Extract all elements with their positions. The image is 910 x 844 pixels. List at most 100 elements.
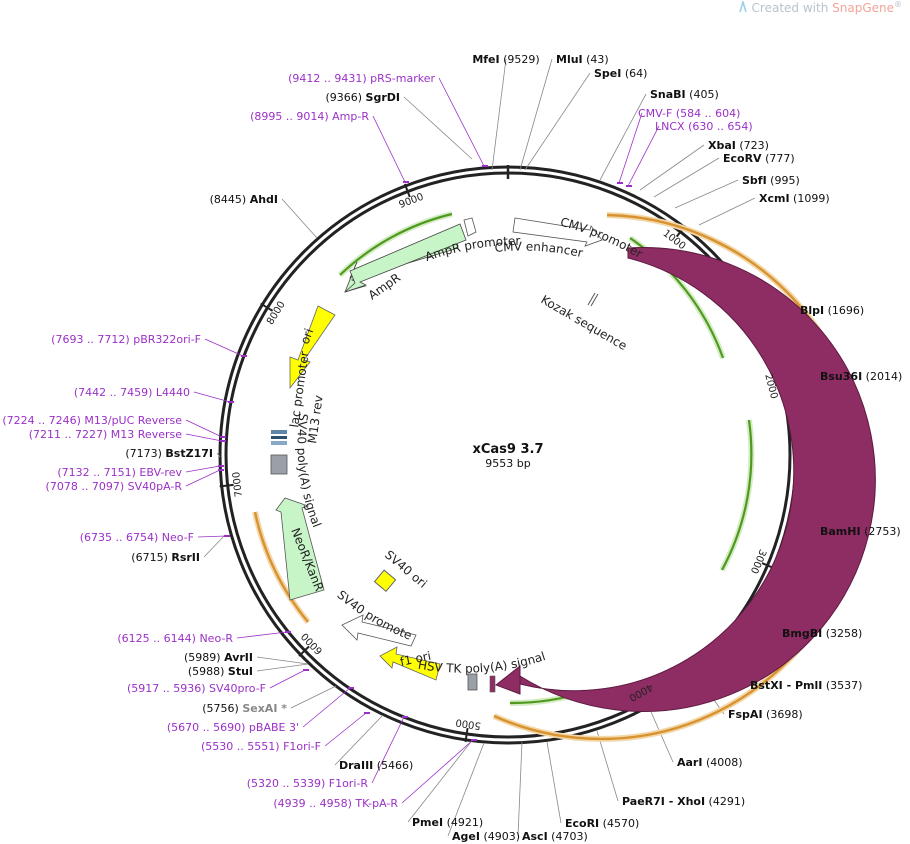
enzyme-label[interactable]: AarI (4008) — [677, 756, 743, 769]
enzyme-label[interactable]: XbaI (723) — [708, 139, 769, 152]
enzyme-name: AscI — [522, 830, 548, 843]
enzyme-label[interactable]: (5989) AvrII — [184, 651, 253, 664]
enzyme-label[interactable]: SbfI (995) — [742, 174, 800, 187]
primer-leader — [193, 391, 231, 403]
enzyme-label[interactable]: BstXI - PmlI (3537) — [750, 679, 862, 692]
enzyme-label[interactable]: XcmI (1099) — [759, 192, 830, 205]
watermark-brand: SnapGene — [832, 1, 894, 15]
cas9-feature[interactable] — [494, 247, 876, 712]
enzyme-pos: (405) — [686, 88, 719, 101]
ampr-promoter-feature[interactable] — [463, 217, 477, 237]
enzyme-label[interactable]: (7173) BstZ17I — [125, 447, 213, 460]
enzyme-label[interactable]: PmeI (4921) — [412, 816, 483, 829]
enzyme-pos: (3258) — [822, 627, 862, 640]
primer-label[interactable]: (5530 .. 5551) F1ori-F — [201, 740, 321, 753]
enzyme-pos: (6715) — [131, 551, 171, 564]
primer-label[interactable]: (7078 .. 7097) SV40pA-R — [46, 480, 183, 493]
primer-label[interactable]: (7224 .. 7246) M13/pUC Reverse — [2, 414, 182, 427]
f1-ori-feature[interactable] — [379, 646, 441, 681]
enzyme-label[interactable]: (5988) StuI — [188, 665, 253, 678]
enzyme-name: DraIII — [339, 759, 373, 772]
watermark-prefix: Created with — [751, 1, 833, 15]
enzyme-label[interactable]: FspAI (3698) — [728, 708, 803, 721]
enzyme-pos: (8445) — [210, 193, 250, 206]
enzyme-pos: (995) — [767, 174, 800, 187]
enzyme-pos: (9366) — [325, 91, 365, 104]
enzyme-pos: (723) — [736, 139, 769, 152]
enzyme-label[interactable]: EcoRV (777) — [723, 152, 795, 165]
enzyme-name: EcoRV — [723, 152, 762, 165]
enzyme-name: MfeI — [472, 53, 499, 66]
primer-label[interactable]: (7442 .. 7459) L4440 — [74, 386, 190, 399]
enzyme-label[interactable]: MluI (43) — [556, 53, 609, 66]
primer-range: (6125 .. 6144) — [117, 632, 199, 645]
primer-label[interactable]: (7132 .. 7151) EBV-rev — [57, 466, 182, 479]
primer-label[interactable]: (5320 .. 5339) F1ori-R — [247, 777, 369, 790]
neor-kanr-feature[interactable] — [275, 497, 325, 601]
ori-feature[interactable] — [289, 305, 336, 390]
primer-label[interactable]: (6125 .. 6144) Neo-R — [117, 632, 233, 645]
enzyme-name: AvrII — [224, 651, 253, 664]
enzyme-label[interactable]: Bsu36I (2014) — [820, 370, 902, 383]
enzyme-label[interactable]: SnaBI (405) — [650, 88, 719, 101]
enzyme-pos: (5466) — [373, 759, 413, 772]
enzyme-label[interactable]: PaeR7I - XhoI (4291) — [622, 795, 745, 808]
primer-label[interactable]: (9412 .. 9431) pRS-marker — [288, 72, 435, 85]
primer-label[interactable]: LNCX (630 .. 654) — [655, 120, 753, 133]
enzyme-label[interactable]: (9366) SgrDI — [325, 91, 400, 104]
label-kozak: Kozak sequence — [539, 292, 630, 353]
enzyme-name: AarI — [677, 756, 702, 769]
label-f1-ori: f1 ori — [399, 649, 433, 669]
enzyme-pos: (1099) — [790, 192, 830, 205]
primer-range: (7442 .. 7459) — [74, 386, 156, 399]
primer-label[interactable]: (5670 .. 5690) pBABE 3' — [167, 721, 299, 734]
enzyme-pos: (4291) — [705, 795, 745, 808]
tick-label: 7000 — [231, 471, 245, 497]
enzyme-label[interactable]: BlpI (1696) — [800, 304, 864, 317]
enzyme-leader — [653, 157, 720, 198]
primer-leader — [197, 535, 227, 538]
sv40-polya-feature[interactable] — [270, 454, 288, 475]
sv40-ori-feature[interactable] — [373, 569, 397, 592]
enzyme-pos: (5756) — [202, 702, 242, 715]
sv40-promoter-feature[interactable] — [341, 614, 417, 647]
primer-name: M13 Reverse — [111, 428, 182, 441]
enzyme-label[interactable]: (6715) RsrII — [131, 551, 200, 564]
primer-label[interactable]: (6735 .. 6754) Neo-F — [80, 531, 194, 544]
primer-label[interactable]: (5917 .. 5936) SV40pro-F — [127, 682, 266, 695]
primer-leader — [371, 716, 405, 784]
primer-leader — [185, 469, 221, 487]
tick-mark — [219, 483, 234, 488]
enzyme-leader — [519, 58, 553, 171]
primer-leader — [236, 631, 288, 639]
snapgene-watermark: Created with SnapGene® — [738, 0, 902, 15]
primer-label[interactable]: (8995 .. 9014) Amp-R — [250, 110, 369, 123]
primer-label[interactable]: CMV-F (584 .. 604) — [638, 107, 740, 120]
enzyme-label[interactable]: AgeI (4903) — [452, 830, 520, 843]
enzyme-label[interactable]: (5756) SexAI * — [202, 702, 287, 715]
enzyme-label[interactable]: BamHI (2753) — [820, 525, 901, 538]
primer-leader — [204, 338, 244, 357]
enzyme-label[interactable]: AscI (4703) — [522, 830, 588, 843]
enzyme-label[interactable]: DraIII (5466) — [339, 759, 413, 772]
enzyme-pos: (2753) — [861, 525, 901, 538]
primer-label[interactable]: (4939 .. 4958) TK-pA-R — [273, 797, 398, 810]
cmv-promoter-feature[interactable] — [512, 217, 603, 247]
enzyme-label[interactable]: BmgBI (3258) — [782, 627, 862, 640]
enzyme-name: BstXI - PmlI — [750, 679, 822, 692]
enzyme-label[interactable]: (8445) AhdI — [210, 193, 278, 206]
label-m13-rev: M13 rev — [305, 394, 326, 444]
primer-label[interactable]: (7211 .. 7227) M13 Reverse — [29, 428, 182, 441]
lac-promoter-feature[interactable] — [271, 430, 287, 434]
enzyme-label[interactable]: SpeI (64) — [594, 67, 647, 80]
hsv-tk-polya-feature[interactable] — [467, 673, 478, 691]
enzyme-label[interactable]: MfeI (9529) — [472, 53, 539, 66]
enzyme-leader — [546, 741, 562, 824]
enzyme-label[interactable]: EcoRI (4570) — [565, 817, 639, 830]
enzyme-name: AgeI — [452, 830, 480, 843]
enzyme-pos: (9529) — [500, 53, 540, 66]
enzyme-leader — [334, 714, 384, 766]
primer-label[interactable]: (7693 .. 7712) pBR322ori-F — [51, 333, 201, 346]
primer-name: L4440 — [156, 386, 190, 399]
